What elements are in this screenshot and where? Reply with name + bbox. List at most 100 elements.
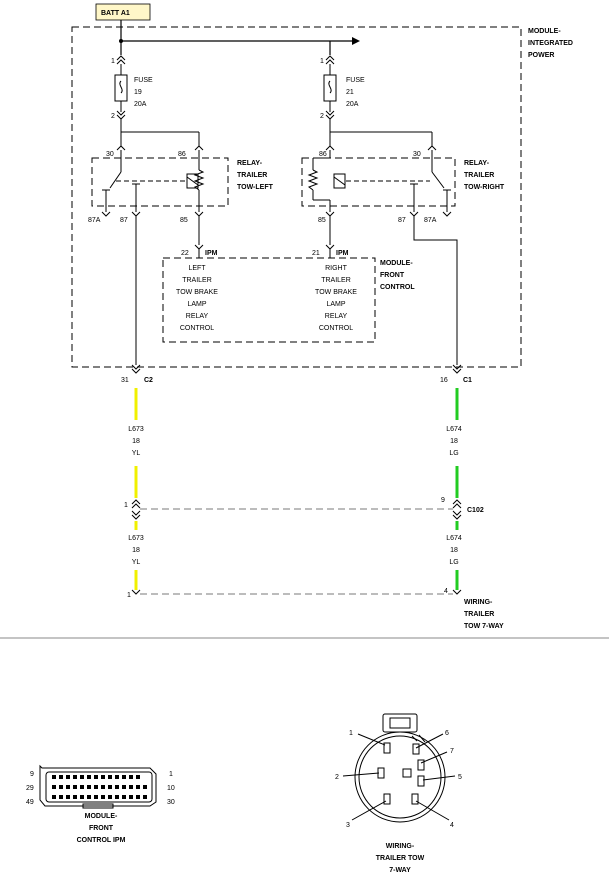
- relay-right-title-3: TOW-RIGHT: [464, 184, 505, 191]
- fcm-right-line: TRAILER: [321, 277, 351, 284]
- fcm-pin-cavity: [136, 785, 140, 789]
- relay-left-title-2: TRAILER: [237, 172, 267, 179]
- fcm-left-function: LEFT TRAILER TOW BRAKE LAMP RELAY CONTRO…: [176, 265, 218, 332]
- fcm-left-line: TRAILER: [182, 277, 212, 284]
- fcm-pin-cavity: [52, 795, 56, 799]
- relay-right-body: [301, 157, 456, 207]
- relay-right-pin85: 85: [318, 217, 326, 224]
- conn-c2-name: C2: [144, 377, 153, 384]
- conn-c1-pin: 16: [440, 377, 448, 384]
- fcm-title-line1: MODULE-: [380, 260, 413, 267]
- relay-right-pin87a: 87A: [424, 217, 437, 224]
- fuse19-in-mark: [116, 55, 126, 61]
- fcm-pin-cavity: [87, 775, 91, 779]
- fcm-pin-cavity: [87, 785, 91, 789]
- fcm-caption-3: CONTROL IPM: [77, 837, 126, 844]
- fcm-pin-cavity: [115, 795, 119, 799]
- fcm-pin-label-mr: 10: [167, 785, 175, 792]
- fcm-pin-cavity: [59, 775, 63, 779]
- c102-right-pin: 9: [441, 497, 445, 504]
- wire-l673-gauge-2: 18: [132, 547, 140, 554]
- fuse21-number: 21: [346, 89, 354, 96]
- trailer-socket-3: [383, 793, 391, 805]
- fuse21-rating: 20A: [346, 101, 359, 108]
- fcm-pin-cavity: [94, 795, 98, 799]
- battery-source-label: BATT A1: [101, 10, 130, 17]
- relay-right-coil: [333, 173, 346, 189]
- trailer-right-pin: 4: [444, 588, 448, 595]
- fcm-pin-label-tr: 1: [169, 771, 173, 778]
- fuse21-element: [328, 80, 332, 94]
- relay-left-pin85: 85: [180, 217, 188, 224]
- fcm-right-line: RIGHT: [325, 265, 348, 272]
- fcm-caption-1: MODULE-: [85, 813, 118, 820]
- fcm-pin-cavity: [59, 795, 63, 799]
- wire-l673-circuit-2: L673: [128, 535, 144, 542]
- trailer-caption-3: 7-WAY: [389, 867, 411, 874]
- relay-left-coil: [186, 173, 199, 189]
- fcm-pin-cavity: [101, 775, 105, 779]
- trailer-7way-connector-face: [354, 713, 446, 823]
- fcm-right-line: RELAY: [325, 313, 348, 320]
- fuse21-pin-out: 2: [320, 113, 324, 120]
- relay-right-pin86: 86: [319, 151, 327, 158]
- trailer-left-pin: 1: [127, 592, 131, 599]
- ipm-pin-21: 21: [312, 250, 320, 257]
- fcm-pin-cavity: [59, 785, 63, 789]
- wire-l674-color: LG: [449, 450, 458, 457]
- fcm-pin-cavity: [73, 795, 77, 799]
- trailer-pin-1: 1: [349, 730, 353, 737]
- relay-left-switch: [109, 171, 122, 189]
- conn-c2-pin: 31: [121, 377, 129, 384]
- trailer-pin-7: 7: [450, 748, 454, 755]
- conn-c1-name: C1: [463, 377, 472, 384]
- fcm-connector-pins: [52, 775, 147, 799]
- relay-left-pin87: 87: [120, 217, 128, 224]
- relay-right-pin87: 87: [398, 217, 406, 224]
- wire-l673-color: YL: [132, 450, 141, 457]
- fcm-pin-label-tl: 9: [30, 771, 34, 778]
- ipm-pin-22-conn: IPM: [205, 250, 218, 257]
- relay-right-title-2: TRAILER: [464, 172, 494, 179]
- fcm-pin-cavity: [136, 775, 140, 779]
- fcm-pin-cavity: [94, 785, 98, 789]
- ipm-title-line1: MODULE-: [528, 28, 561, 35]
- fcm-pin-cavity: [129, 785, 133, 789]
- fuse19-pin-out: 2: [111, 113, 115, 120]
- fcm-pin-cavity: [122, 785, 126, 789]
- ipm-pin-21-conn: IPM: [336, 250, 349, 257]
- fcm-title-line3: CONTROL: [380, 284, 415, 291]
- relay-left-title-1: RELAY-: [237, 160, 263, 167]
- fcm-pin-cavity: [66, 785, 70, 789]
- relay-left-body: [91, 157, 229, 207]
- trailer-label-3: TOW 7-WAY: [464, 623, 504, 630]
- c102-name: C102: [467, 507, 484, 514]
- fcm-pin-cavity: [94, 775, 98, 779]
- fcm-pin-cavity: [136, 795, 140, 799]
- relay-left-pin87a: 87A: [88, 217, 101, 224]
- relay-left-pin86: 86: [178, 151, 186, 158]
- trailer-socket-center: [402, 768, 412, 778]
- fcm-right-line: TOW BRAKE: [315, 289, 357, 296]
- fcm-pin-label-bl: 49: [26, 799, 34, 806]
- fcm-pin-cavity: [101, 795, 105, 799]
- fcm-pin-cavity: [108, 795, 112, 799]
- fuse19-element: [119, 80, 123, 94]
- fcm-pin-cavity: [108, 785, 112, 789]
- trailer-caption-1: WIRING-: [386, 843, 415, 850]
- wire-l673-color-2: YL: [132, 559, 141, 566]
- trailer-socket-5: [417, 775, 425, 787]
- fuse19-rating: 20A: [134, 101, 147, 108]
- fcm-pin-cavity: [80, 795, 84, 799]
- relay-right-switch: [431, 171, 445, 189]
- relay-right-87-output: [413, 216, 458, 365]
- fcm-pin-cavity: [129, 775, 133, 779]
- fcm-pin-cavity: [66, 775, 70, 779]
- wire-l674-color-2: LG: [449, 559, 458, 566]
- ipm-title-line2: INTEGRATED: [528, 40, 573, 47]
- fcm-right-line: LAMP: [326, 301, 345, 308]
- fcm-caption-2: FRONT: [89, 825, 114, 832]
- fcm-pin-cavity: [115, 775, 119, 779]
- ipm-module-boundary: [71, 26, 522, 368]
